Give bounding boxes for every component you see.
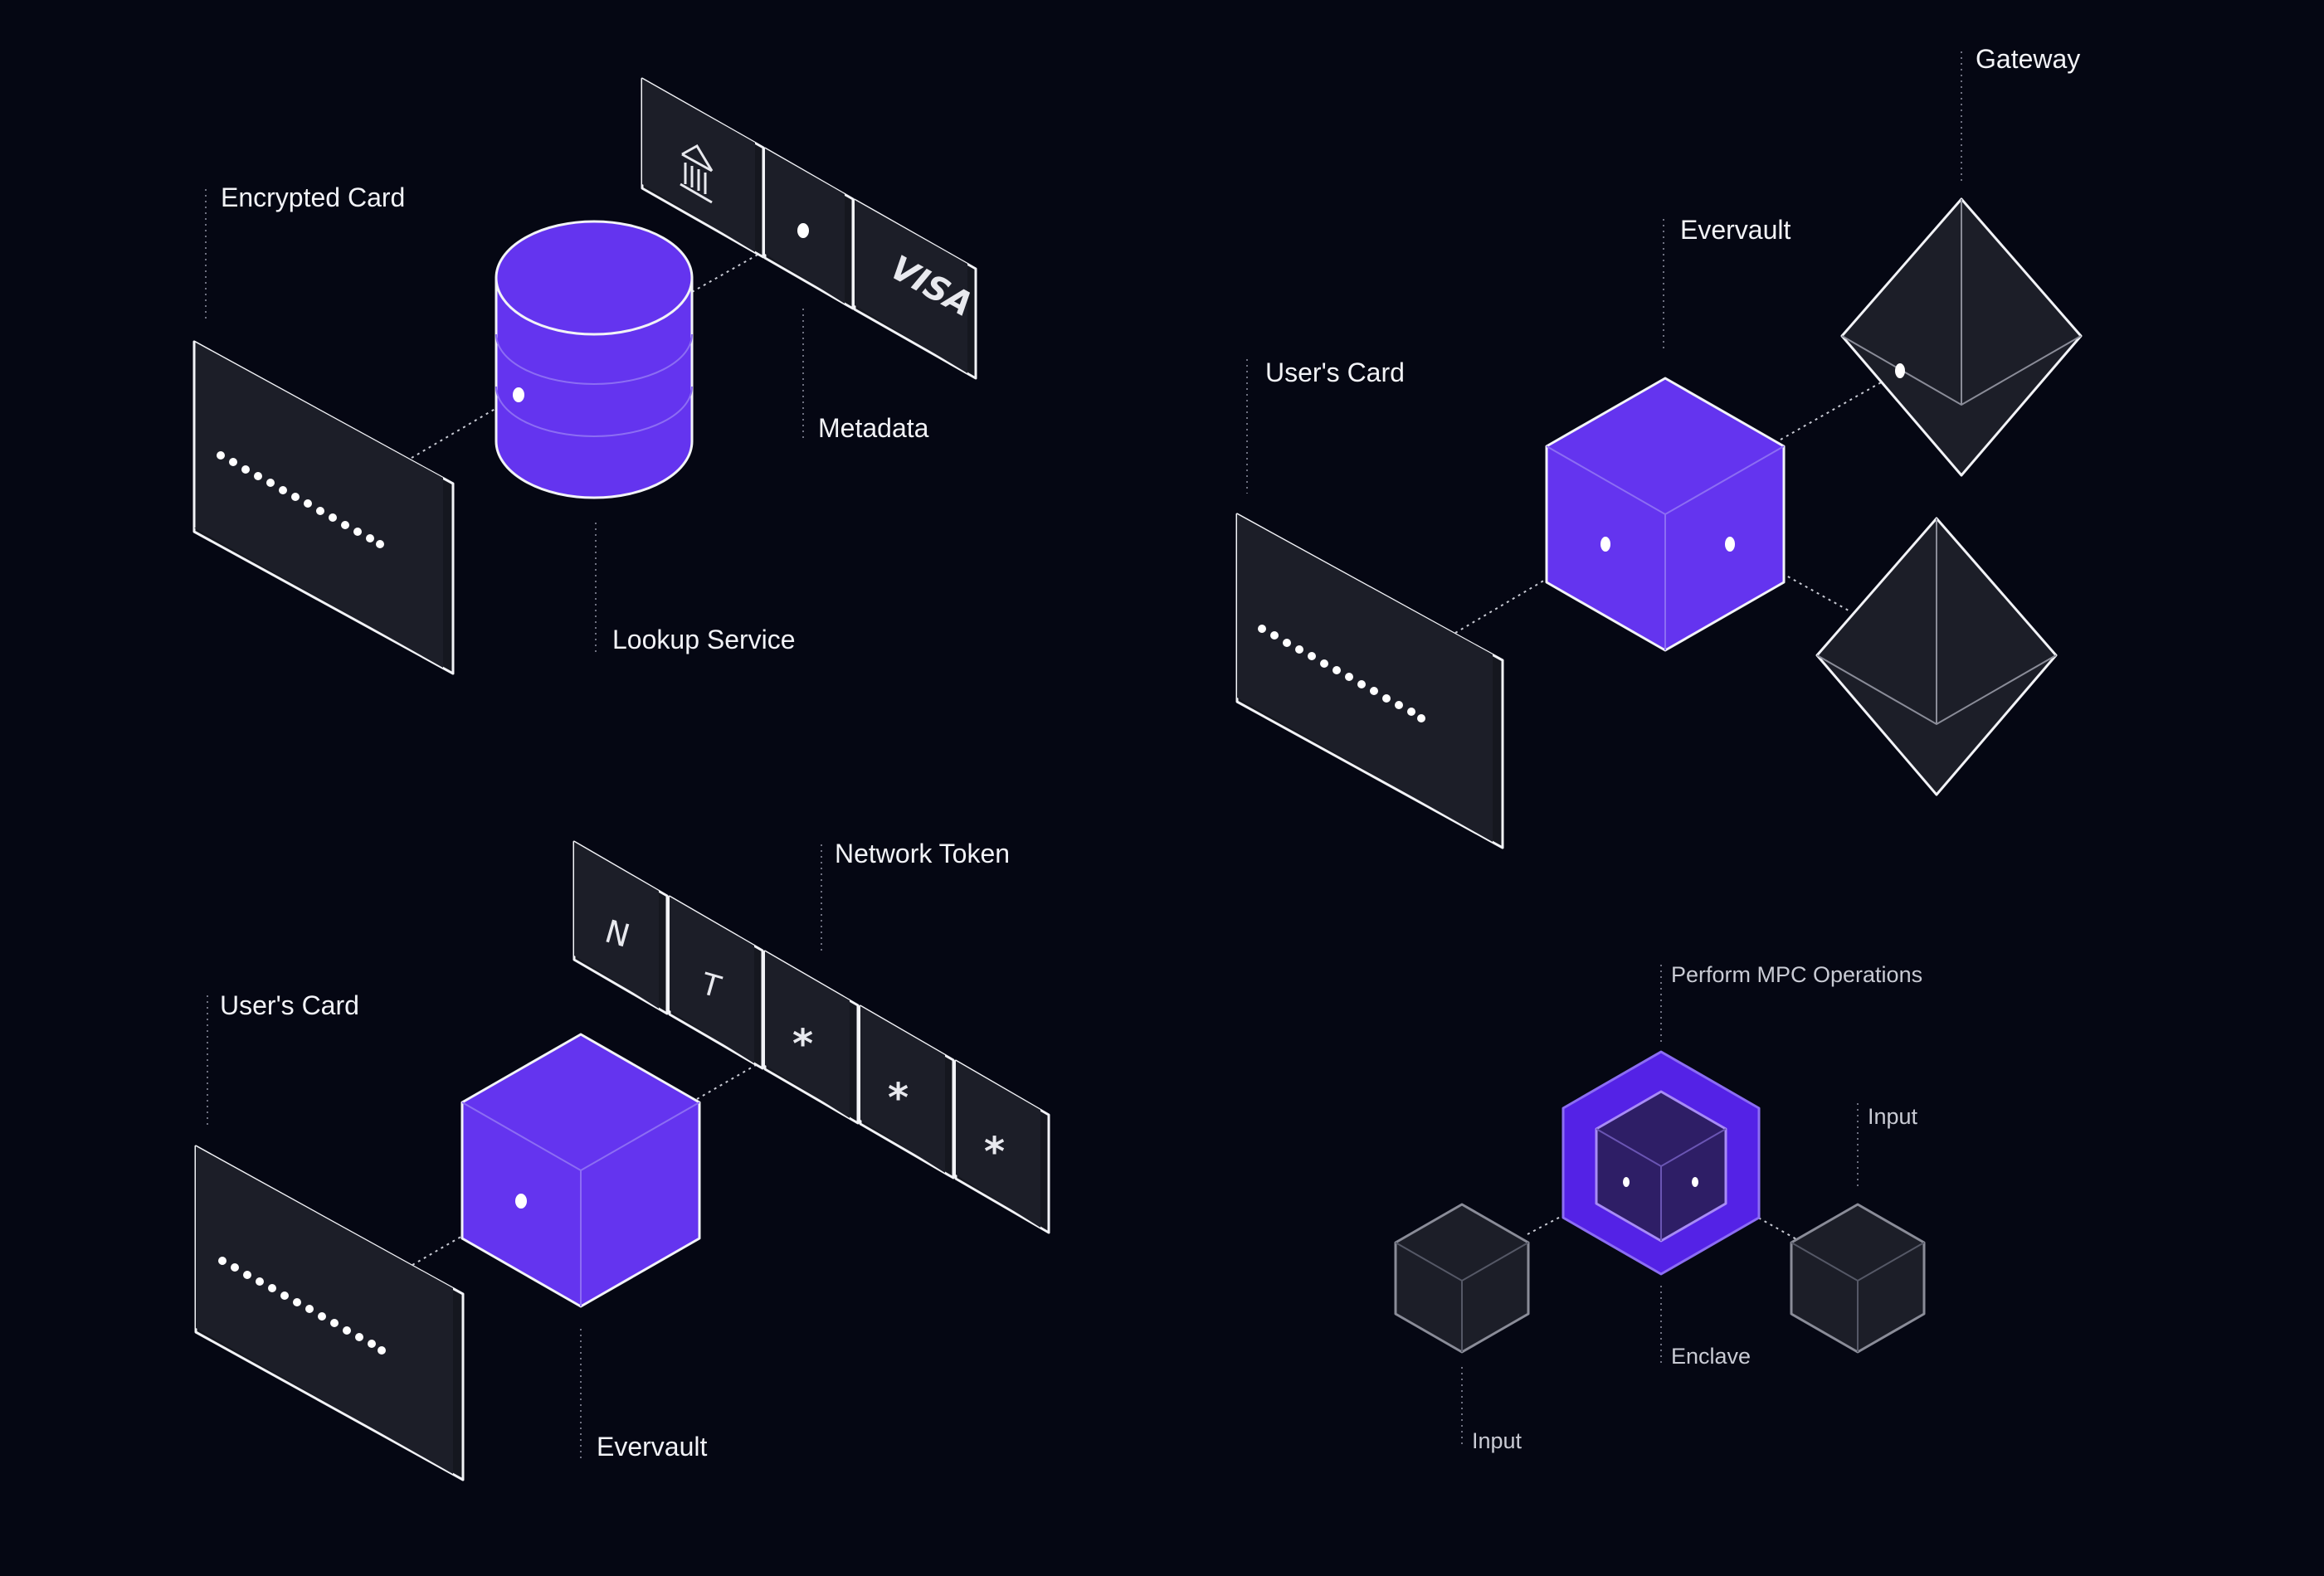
token-char-asterisk: * [888, 1075, 909, 1121]
input-label-left: Input [1472, 1428, 1523, 1453]
gateway-diagram: User's Card Evervault Gateway [1235, 44, 2083, 849]
mpc-diagram: Perform MPC Operations Input Enclave Inp… [1394, 962, 1926, 1453]
metadata-label: Metadata [818, 413, 929, 443]
tile-visa: VISA [853, 198, 979, 380]
network-token-tiles: N T * * * [572, 840, 1050, 1234]
encrypted-card-diagram: VISA Encrypted Card Lookup Service Metad… [192, 77, 979, 675]
token-tile-t: T [668, 895, 764, 1070]
token-tile-n: N [572, 840, 669, 1015]
gateway-label: Gateway [1976, 44, 2080, 74]
evervault-label-bottom: Evervault [597, 1432, 708, 1462]
encrypted-card-label: Encrypted Card [221, 182, 405, 212]
metadata-tiles: VISA [641, 77, 979, 380]
input-node-left [1394, 1203, 1530, 1354]
card-number-dots [1258, 625, 1425, 722]
encrypted-card [192, 340, 455, 675]
card-number-dots [218, 1257, 386, 1355]
enclave-cube [1595, 1090, 1727, 1243]
users-card-bottom [194, 1145, 465, 1481]
input-node-right [1790, 1203, 1926, 1354]
input-label-right: Input [1868, 1104, 1918, 1129]
token-tile-asterisk-2: * [859, 1004, 955, 1180]
gateway-node-upper [1840, 197, 2083, 477]
network-token-label: Network Token [835, 839, 1010, 868]
card-number-dots [217, 451, 384, 548]
dot-icon [797, 223, 809, 238]
token-tile-asterisk-3: * [954, 1059, 1050, 1234]
network-token-diagram: N T * * * User's Ca [194, 839, 1050, 1481]
lookup-service-database [495, 220, 694, 499]
token-char-asterisk: * [984, 1129, 1005, 1175]
users-card-top [1235, 513, 1504, 849]
gateway-node-lower [1815, 517, 2058, 796]
users-card-label-top: User's Card [1265, 358, 1405, 387]
bank-icon [680, 143, 714, 204]
token-char-asterisk: * [792, 1021, 813, 1068]
mpc-operations-label: Perform MPC Operations [1671, 962, 1922, 987]
token-tile-asterisk-1: * [763, 950, 860, 1125]
users-card-label-bottom: User's Card [220, 990, 359, 1020]
enclave-label: Enclave [1671, 1344, 1751, 1369]
tile-dot [763, 147, 855, 310]
evervault-cube-bottom [460, 1033, 701, 1308]
evervault-label-top: Evervault [1680, 215, 1791, 245]
tile-bank [641, 77, 765, 259]
lookup-service-label: Lookup Service [612, 625, 796, 654]
evervault-cube-top [1545, 377, 1786, 652]
